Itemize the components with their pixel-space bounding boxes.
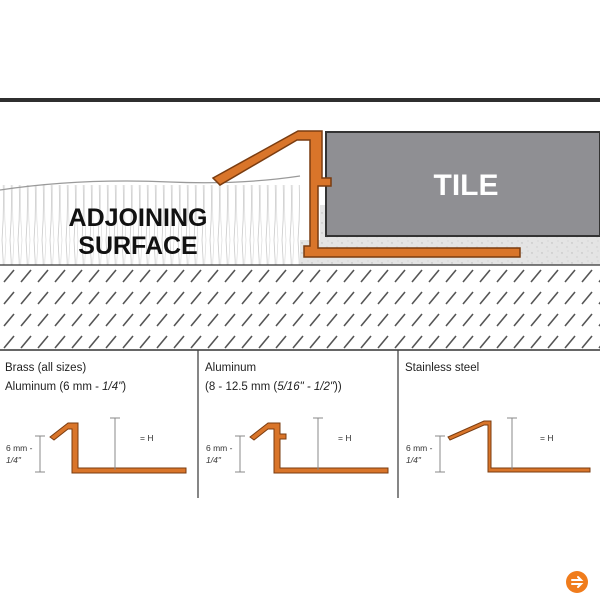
profile-panel-stainless: Stainless steel 6 mm - 1/4" = H: [405, 362, 591, 473]
cross-section-diagram: TILE ADJOINING SURFACE: [0, 98, 600, 351]
profile-panel-aluminum: Aluminum (8 - 12.5 mm (5/16" - 1/2")) 6 …: [205, 362, 389, 474]
caption-line2: (8 - 12.5 mm (5/16" - 1/2")): [205, 381, 342, 393]
adjoining-surface: [0, 185, 300, 265]
adjoining-label-line1: ADJOINING: [69, 204, 208, 232]
substrate: [0, 265, 600, 350]
height-label-line1: 6 mm -: [206, 443, 233, 453]
profile-shape: [49, 422, 187, 474]
h-label: = H: [540, 433, 553, 443]
tile-block: [325, 131, 600, 237]
caption-line2: Aluminum (6 mm - 1/4"): [5, 381, 126, 393]
tile-label: TILE: [434, 169, 499, 202]
profile-shape: [447, 420, 591, 473]
height-label-line1: 6 mm -: [6, 443, 33, 453]
h-label: = H: [338, 433, 351, 443]
h-label: = H: [140, 433, 153, 443]
caption-line1: Stainless steel: [405, 362, 479, 374]
height-label-line2: 1/4": [206, 455, 222, 465]
profile-panel-brass: Brass (all sizes) Aluminum (6 mm - 1/4")…: [5, 362, 187, 474]
height-label-line1: 6 mm -: [406, 443, 433, 453]
e-arrow-logo-icon: [566, 571, 588, 593]
caption-line1: Brass (all sizes): [5, 362, 86, 374]
profile-panels: Brass (all sizes) Aluminum (6 mm - 1/4")…: [5, 350, 591, 498]
height-label-line2: 1/4": [6, 455, 22, 465]
height-label-line2: 1/4": [406, 455, 422, 465]
adjoining-label-line2: SURFACE: [78, 232, 197, 260]
profile-shape: [249, 422, 389, 474]
top-border: [0, 98, 600, 102]
trim-profile: [211, 130, 521, 258]
caption-line1: Aluminum: [205, 362, 256, 374]
